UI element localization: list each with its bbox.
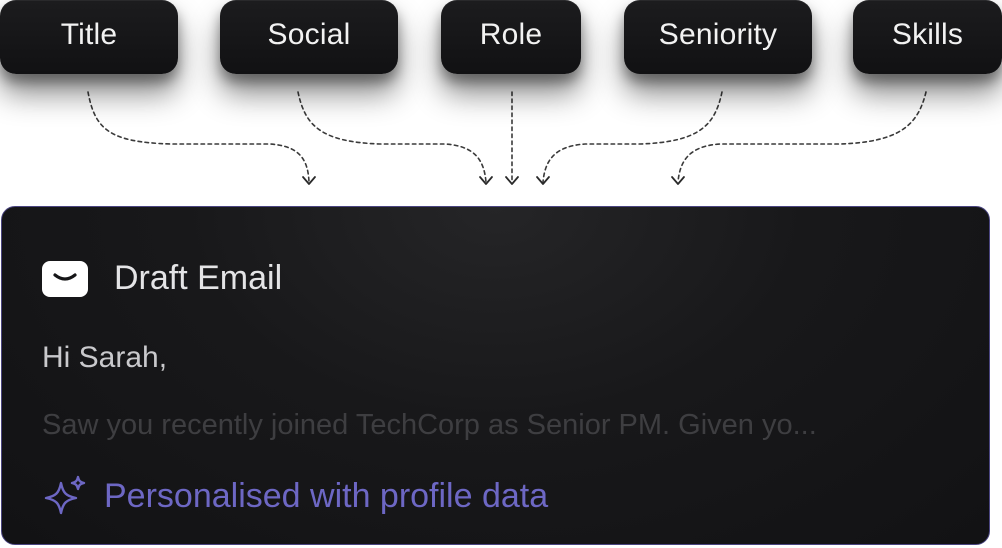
email-greeting: Hi Sarah, — [42, 341, 168, 374]
sparkle-icon — [44, 475, 86, 515]
mail-icon — [42, 260, 88, 297]
connector-social — [297, 91, 487, 183]
chip-skills: Skills — [853, 0, 1002, 74]
chip-seniority: Seniority — [624, 0, 812, 74]
card-title: Draft Email — [114, 259, 283, 297]
connector-skills — [677, 91, 927, 183]
chip-label: Skills — [891, 18, 964, 51]
personalised-note: Personalised with profile data — [42, 473, 548, 519]
chip-title: Title — [0, 0, 178, 74]
chip-label: Title — [60, 18, 118, 51]
chip-role: Role — [441, 0, 581, 74]
draft-email-card: Draft Email Hi Sarah, Saw you recently j… — [1, 206, 990, 545]
connector-seniority — [542, 91, 723, 183]
email-preview: Saw you recently joined TechCorp as Seni… — [42, 409, 817, 441]
arrowhead-social — [479, 176, 493, 185]
arrowhead-title — [302, 176, 316, 185]
personalised-label: Personalised with profile data — [104, 476, 549, 515]
chip-social: Social — [220, 0, 398, 74]
arrowhead-seniority — [536, 176, 550, 185]
arrowhead-skills — [671, 176, 685, 185]
arrowhead-role — [505, 176, 519, 185]
chip-label: Seniority — [658, 18, 778, 51]
chip-label: Social — [267, 18, 351, 51]
connector-title — [87, 91, 310, 183]
chip-label: Role — [479, 18, 543, 51]
card-header: Draft Email — [42, 259, 282, 298]
